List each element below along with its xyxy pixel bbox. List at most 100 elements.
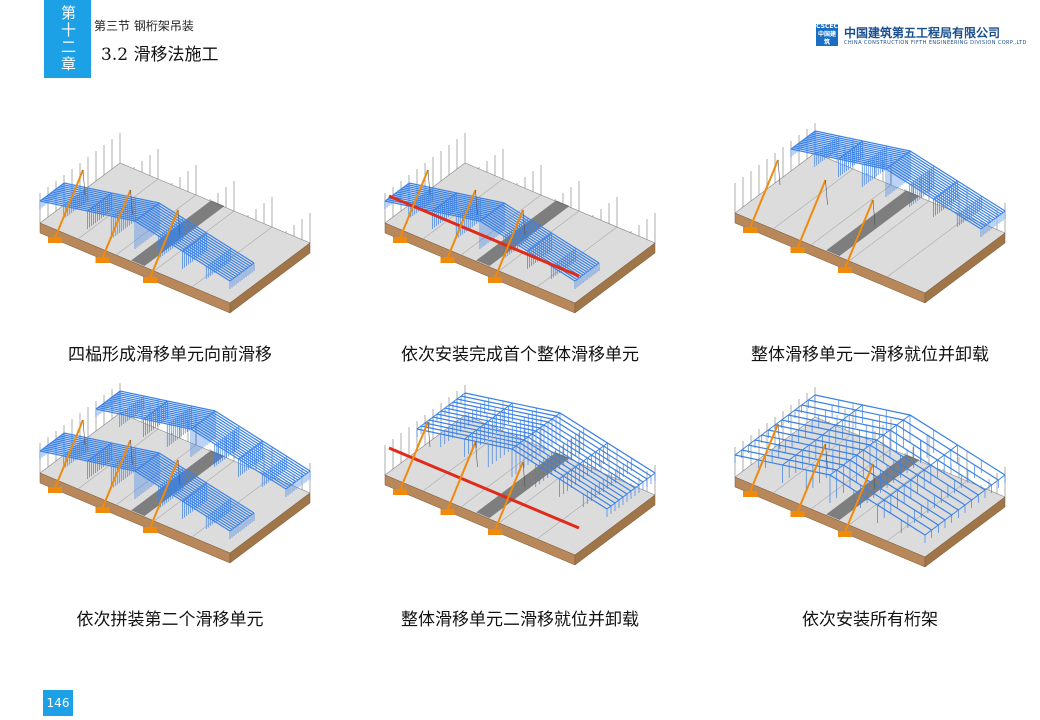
truss-chord [238, 440, 263, 460]
crane-body [743, 227, 757, 233]
crane-cable [177, 459, 181, 486]
truss-unit [790, 130, 1006, 237]
step-caption-2: 依次安装完成首个整体滑移单元 [401, 345, 639, 365]
truss-chord [527, 232, 552, 252]
slab-grid-line [810, 184, 892, 246]
cscec-logo-icon: CSCEC 中国建筑 [816, 23, 838, 46]
step-caption-1: 四榀形成滑移单元向前滑移 [68, 345, 272, 365]
crane-body [488, 529, 502, 535]
step-caption-4: 依次拼装第二个滑移单元 [76, 610, 264, 630]
truss-chord [190, 410, 216, 430]
truss-chord [511, 412, 561, 450]
truss-chord [87, 442, 112, 462]
base-side [229, 492, 311, 564]
truss-chord [464, 402, 513, 440]
crane-cable [872, 463, 876, 490]
crane-boom [101, 189, 132, 259]
truss-chord [432, 192, 457, 212]
truss-chord [87, 192, 112, 212]
slab-grid-line [77, 178, 159, 240]
slide-rail [476, 452, 570, 518]
crane-boom [54, 419, 84, 489]
truss-chord [559, 442, 608, 480]
truss-chord [829, 414, 911, 476]
crane-body [393, 237, 407, 243]
base-side [574, 242, 656, 314]
truss-chord [39, 182, 65, 202]
crane-body [838, 531, 852, 537]
slab-grid-line [848, 200, 930, 262]
crane [393, 421, 431, 495]
crane-cable [777, 423, 781, 450]
truss-chord [95, 390, 121, 410]
crane-boom [149, 459, 179, 529]
crane-body [838, 267, 852, 273]
crane-cable [777, 159, 781, 186]
page-number: 146 [43, 690, 73, 716]
crane-boom [494, 461, 524, 531]
crane [743, 423, 781, 497]
step-illustration-1 [30, 128, 330, 328]
crane-cable [475, 441, 478, 468]
company-name-cn: 中国建筑第五工程局有限公司 [844, 26, 1001, 40]
base-side [924, 232, 1006, 304]
truss-chord [182, 482, 207, 502]
crane-boom [796, 179, 827, 249]
truss-chord [782, 404, 863, 466]
step-illustration-2 [375, 128, 675, 328]
crane-body [95, 257, 110, 263]
truss-chord [182, 232, 207, 252]
step-1-drawing [39, 133, 311, 314]
truss-chord [384, 182, 410, 202]
crane-body [440, 257, 455, 263]
crane-boom [749, 159, 779, 229]
crane [143, 209, 181, 283]
crane [48, 169, 86, 243]
slab-grid-line [115, 194, 197, 256]
slab-grid-line [460, 194, 542, 256]
base-side [229, 242, 311, 314]
crane [95, 189, 133, 263]
crane [488, 461, 526, 535]
truss-unit [734, 394, 1006, 543]
crane [393, 169, 431, 243]
crane-body [393, 489, 407, 495]
crane-body [95, 507, 110, 513]
step-illustration-6 [725, 382, 1025, 582]
truss-unit [95, 390, 311, 497]
truss-unit [416, 392, 656, 517]
crane [48, 419, 86, 493]
company-logo: CSCEC 中国建筑 中国建筑第五工程局有限公司 CHINA CONSTRUCT… [816, 23, 1026, 50]
crane [790, 179, 828, 253]
crane [95, 439, 133, 513]
crane-cable [522, 461, 526, 488]
crane-cable [82, 419, 86, 446]
crane-cable [130, 439, 133, 466]
slab-grid-line [498, 462, 580, 524]
truss-chord [143, 400, 168, 420]
crane-boom [844, 199, 874, 269]
truss-unit [39, 182, 255, 289]
crane [440, 189, 478, 263]
company-name-en: CHINA CONSTRUCTION FIFTH ENGINEERING DIV… [844, 40, 1027, 46]
truss-chord [838, 140, 863, 160]
truss-chord [734, 394, 816, 456]
step-caption-5: 整体滑移单元二滑移就位并卸载 [401, 610, 639, 630]
crane-boom [494, 209, 524, 279]
crane-boom [399, 169, 429, 239]
chapter-label: 第十二章 [59, 5, 77, 73]
crane [838, 463, 876, 537]
crane-boom [446, 441, 477, 511]
slab-grid-line [886, 216, 968, 278]
crane-body [143, 277, 157, 283]
crane-cable [825, 443, 828, 470]
chapter-tab: 第十二章 [44, 0, 91, 78]
truss-chord [479, 202, 505, 222]
slide-rail [476, 200, 570, 266]
step-illustration-3 [725, 118, 1025, 318]
step-2-drawing [384, 133, 656, 314]
crane [743, 159, 781, 233]
crane-body [488, 277, 502, 283]
step-3-drawing [734, 123, 1006, 304]
highlight-truss [388, 446, 580, 530]
